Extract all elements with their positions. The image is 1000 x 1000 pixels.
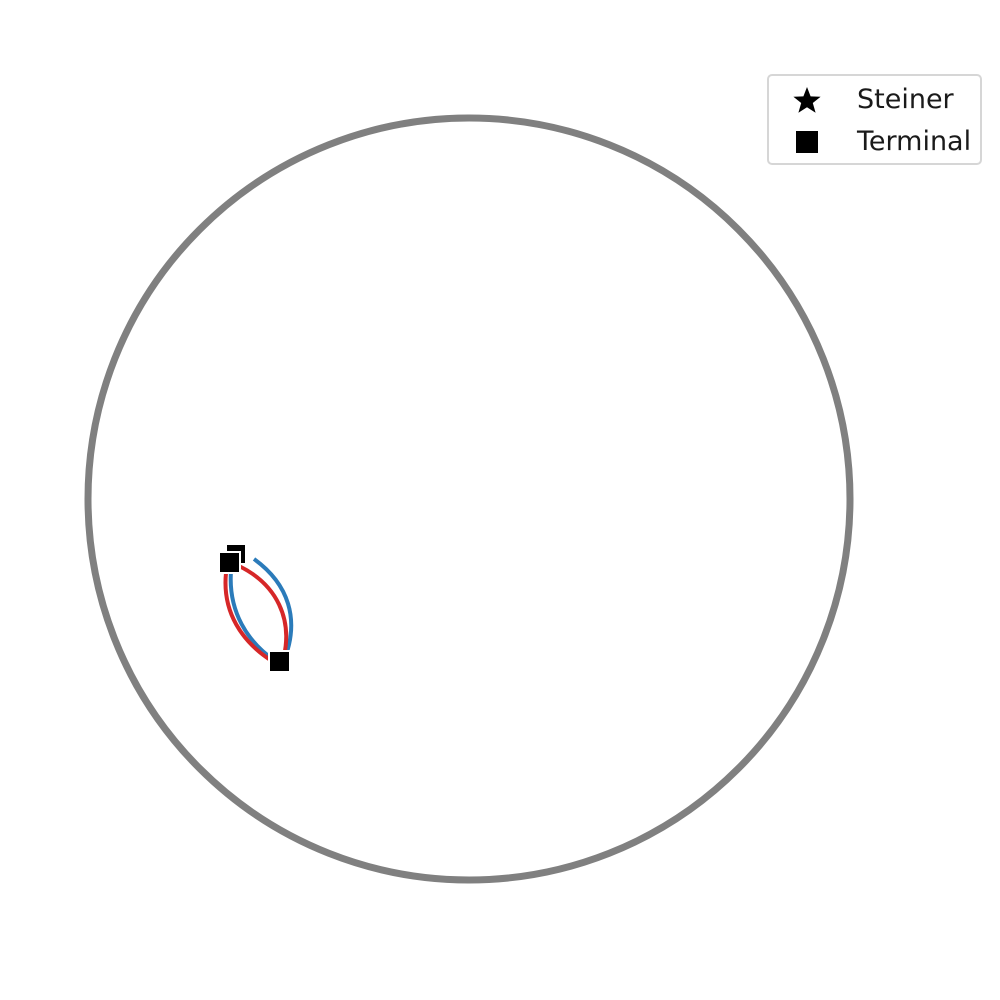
edge-blue-inner bbox=[228, 570, 276, 662]
edge-red-inner bbox=[223, 572, 274, 663]
legend-label-steiner: Steiner bbox=[857, 84, 954, 115]
legend-item-steiner: Steiner bbox=[769, 82, 980, 118]
terminal-node-bottom bbox=[268, 650, 291, 673]
square-icon bbox=[796, 131, 818, 153]
terminal-node-top-front bbox=[218, 551, 241, 574]
legend-item-terminal: Terminal bbox=[769, 124, 980, 160]
legend: Steiner Terminal bbox=[767, 74, 982, 165]
legend-label-terminal: Terminal bbox=[857, 126, 972, 157]
edge-red bbox=[238, 564, 289, 657]
star-icon bbox=[793, 87, 821, 113]
disk-boundary bbox=[84, 114, 854, 884]
edge-blue bbox=[252, 557, 294, 656]
